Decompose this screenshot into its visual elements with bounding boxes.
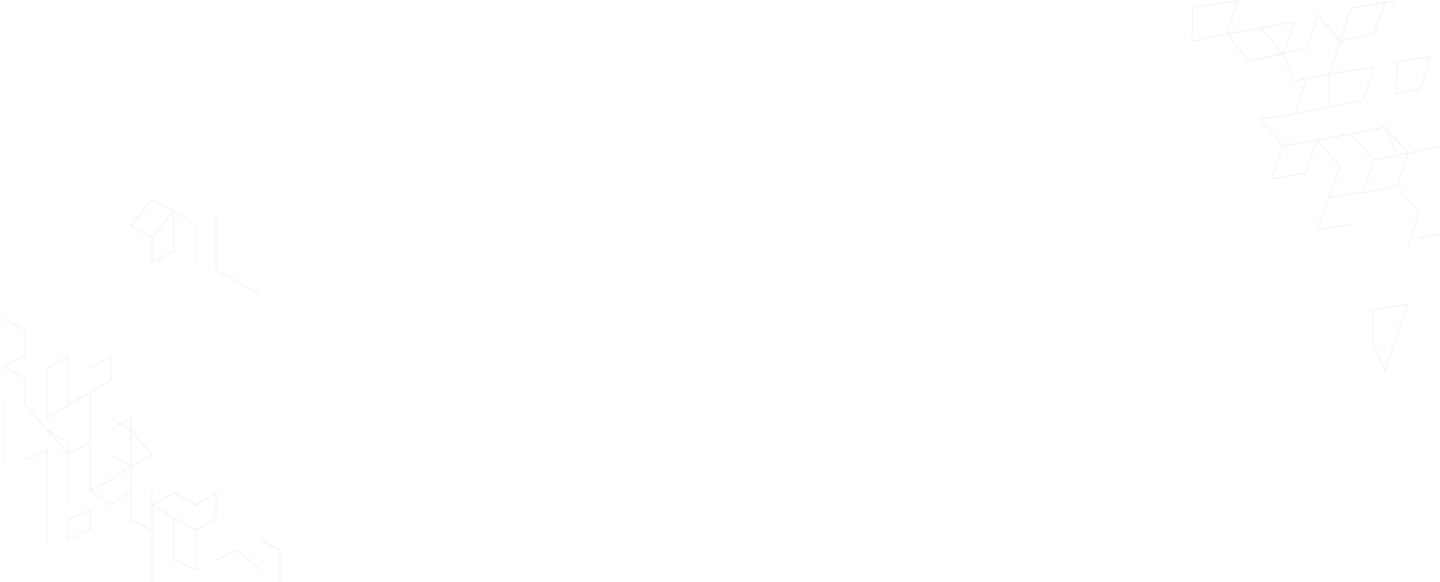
- decorative-cube-pattern-top-right: [1191, 0, 1440, 372]
- decorative-cube-pattern-bottom-left: [3, 200, 281, 582]
